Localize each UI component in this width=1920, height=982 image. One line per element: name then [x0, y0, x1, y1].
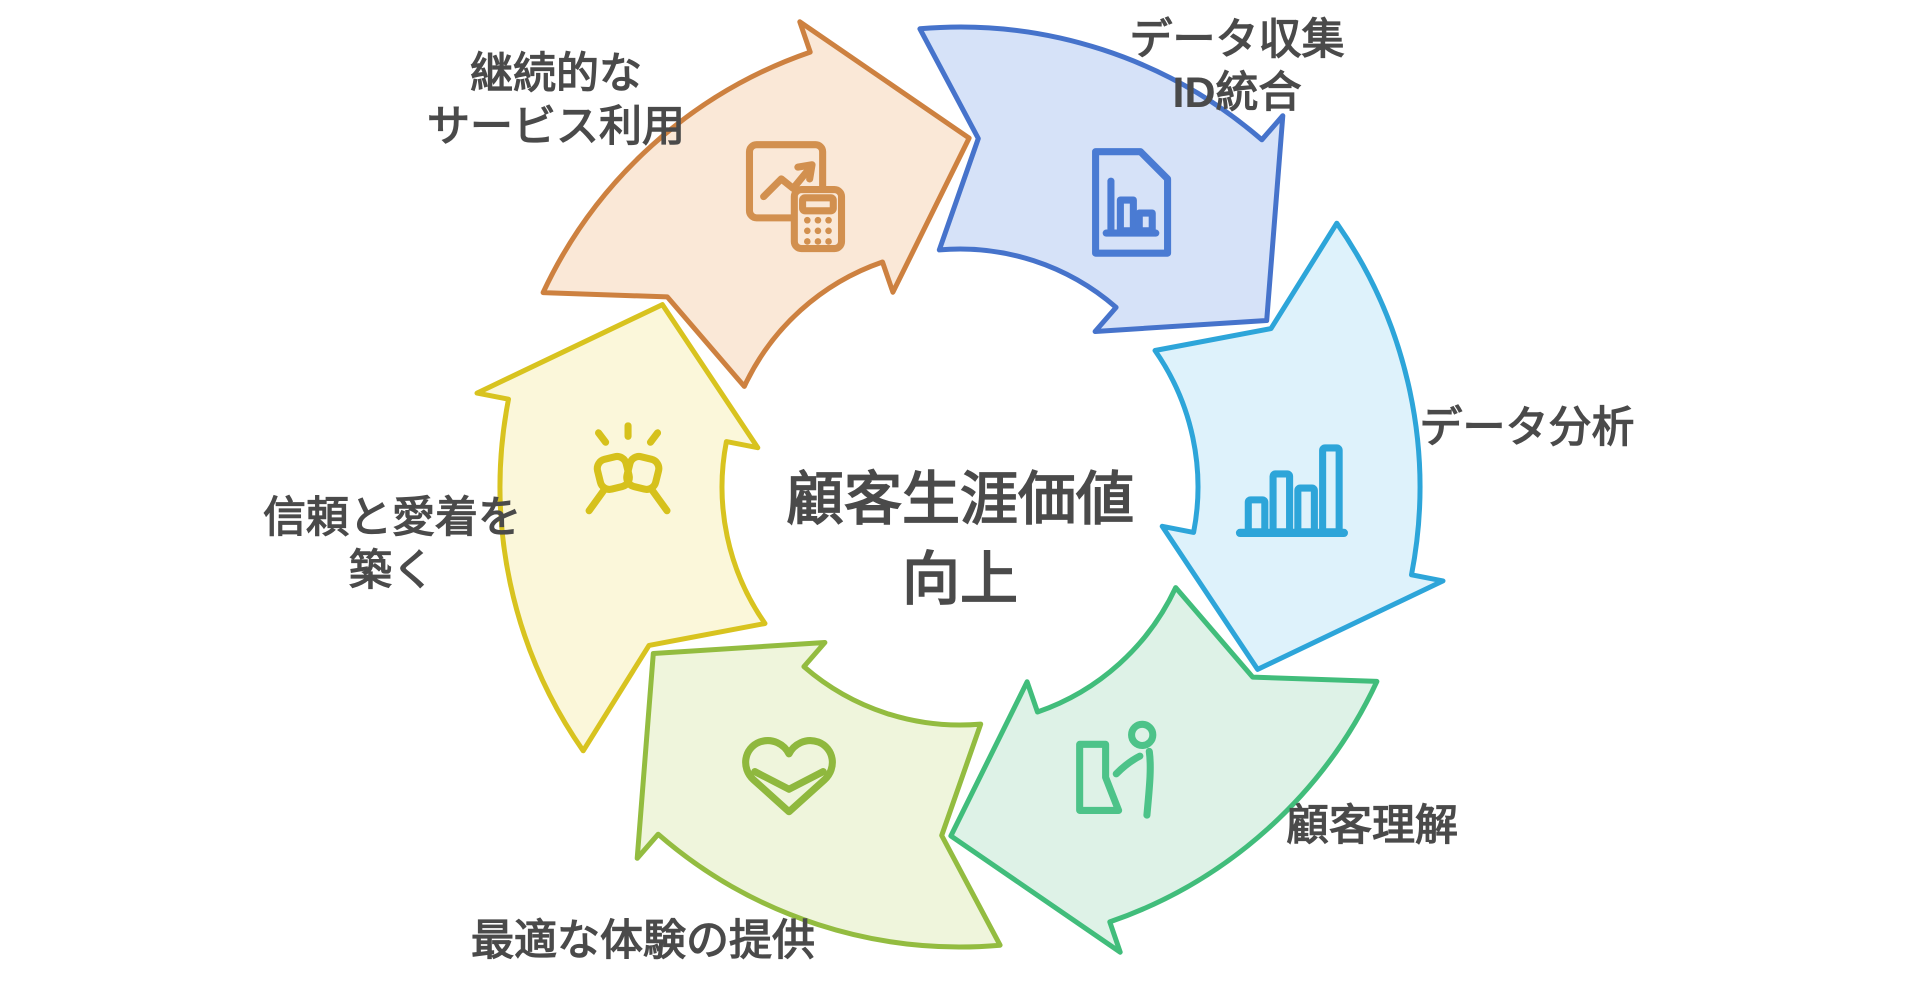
arrow-segment-trust-attachment — [474, 302, 768, 754]
arrow-segment-customer-understanding — [948, 585, 1380, 955]
arrow-segment-data-collection — [917, 24, 1286, 334]
label-optimal-experience: 最適な体験の提供 — [471, 917, 815, 965]
center-title-line2: 向上 — [901, 547, 1019, 612]
label-data-collection: データ収集 ID統合 — [1129, 16, 1345, 117]
label-trust-attachment: 信頼と愛着を 築く — [263, 494, 521, 595]
center-title-line1: 顧客生涯価値 — [785, 467, 1135, 532]
center-title: 顧客生涯価値 向上 — [786, 460, 1134, 620]
label-customer-understanding: 顧客理解 — [1286, 802, 1458, 850]
label-data-analysis: データ分析 — [1419, 404, 1635, 452]
arrow-segment-optimal-experience — [634, 640, 1003, 950]
arrow-segments — [474, 19, 1446, 955]
label-continuous-service: 継続的な サービス利用 — [427, 50, 685, 151]
arrow-segment-data-analysis — [1152, 220, 1446, 672]
arrow-segment-continuous-service — [540, 19, 972, 389]
